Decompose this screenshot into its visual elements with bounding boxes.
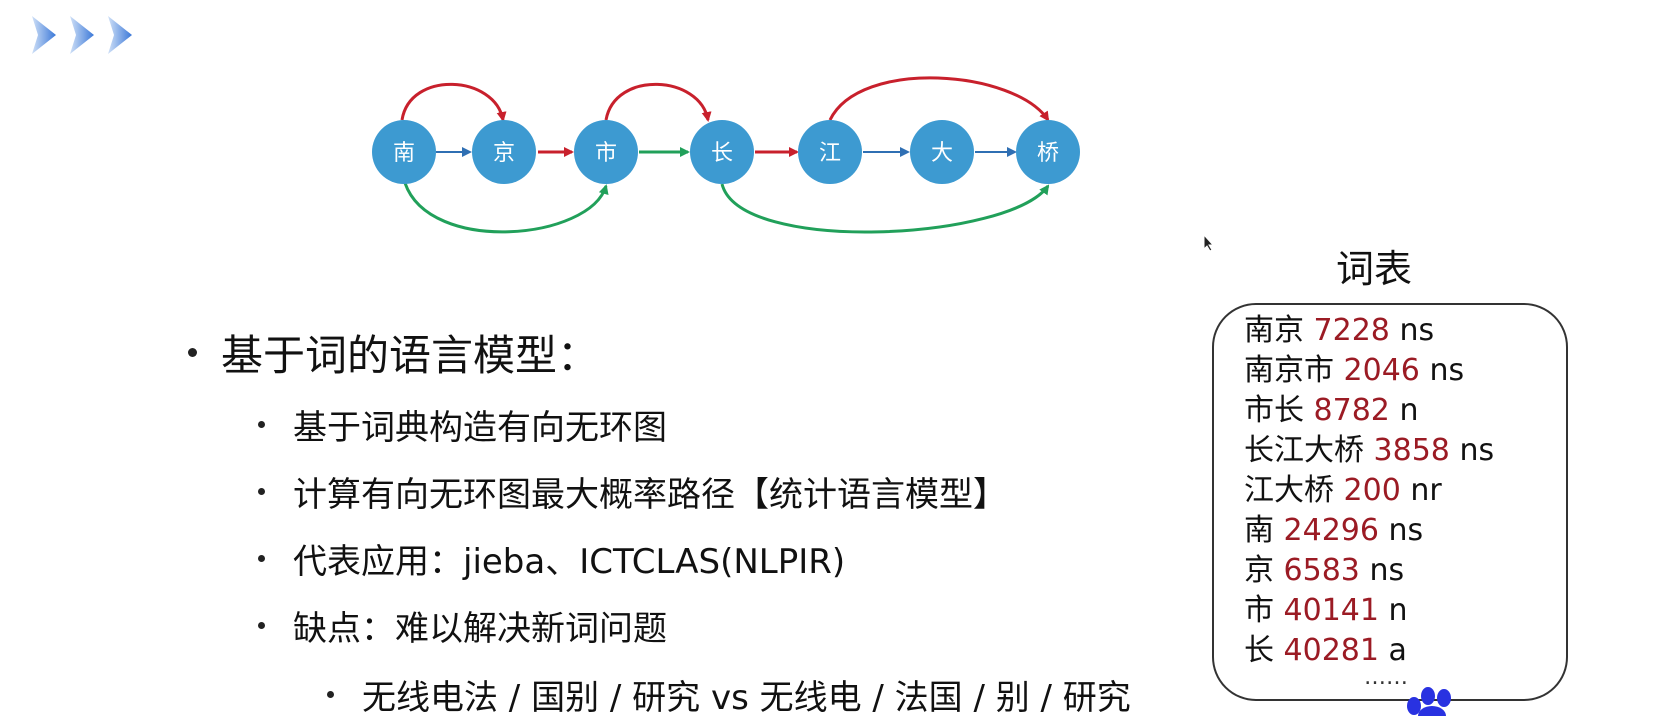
bullet-item: 基于词典构造有向无环图	[258, 400, 667, 449]
arc-chang-to-qiao	[720, 183, 1050, 234]
bullet-dot	[327, 691, 334, 698]
vocab-entry: 长 40281 a	[1244, 625, 1407, 669]
bullet-item: 缺点：难以解决新词问题	[258, 601, 667, 650]
vocab-title: 词表	[1336, 247, 1413, 291]
arc-nan-to-shi	[403, 182, 609, 234]
vocab-word: 江大桥	[1244, 473, 1344, 508]
vocab-freq: 200	[1343, 473, 1401, 508]
bullet-item-text: 基于词典构造有向无环图	[293, 408, 667, 448]
vocab-word: 南	[1244, 513, 1274, 548]
bullet-item-text: 缺点：难以解决新词问题	[293, 609, 667, 649]
bullet-dot	[258, 488, 265, 495]
vocab-ellipsis: ……	[1364, 665, 1408, 690]
node-da: 大	[910, 120, 974, 184]
node-label: 江	[819, 141, 841, 166]
vocab-freq: 2046	[1343, 353, 1420, 388]
vocab-freq: 3858	[1373, 433, 1450, 468]
vocab-tag: nr	[1410, 473, 1442, 508]
node-jing: 京	[472, 120, 536, 184]
bullet-sub-item: 无线电法 / 国别 / 研究 vs 无线电 / 法国 / 别 / 研究	[327, 670, 1131, 719]
vocab-word: 南京市	[1244, 353, 1334, 388]
vocab-tag: ns	[1429, 353, 1465, 388]
vocab-entry: 南京市 2046 ns	[1244, 345, 1464, 389]
vocab-freq: 24296	[1283, 513, 1379, 548]
vocab-word: 市长	[1244, 393, 1304, 428]
vocab-tag: a	[1388, 633, 1407, 668]
bullet-dot	[188, 348, 197, 357]
vocab-freq: 40281	[1283, 633, 1379, 668]
node-label: 大	[931, 141, 953, 166]
vocab-entry: 市 40141 n	[1244, 585, 1408, 629]
node-label: 市	[595, 141, 617, 166]
vocab-entry: 南 24296 ns	[1244, 505, 1423, 549]
vocab-tag: n	[1399, 393, 1419, 428]
arc-shi-to-chang	[604, 82, 712, 122]
node-label: 桥	[1037, 141, 1059, 166]
node-label: 南	[393, 141, 415, 166]
vocab-entry: 南京 7228 ns	[1244, 305, 1434, 349]
node-label: 京	[493, 141, 515, 166]
vocab-entry: 京 6583 ns	[1244, 545, 1404, 589]
arc-nan-to-jing	[400, 82, 507, 122]
word-dag-diagram: 南 京 市 长 江 大 桥	[372, 76, 1080, 234]
bullet-sub-item-text: 无线电法 / 国别 / 研究 vs 无线电 / 法国 / 别 / 研究	[362, 678, 1131, 718]
vocab-tag: n	[1388, 593, 1408, 628]
vocab-freq: 8782	[1313, 393, 1390, 428]
vocab-word: 南京	[1244, 313, 1304, 348]
node-nan: 南	[372, 120, 436, 184]
vocab-word: 长江大桥	[1244, 433, 1364, 468]
bullet-heading-text: 基于词的语言模型：	[221, 331, 600, 380]
vocab-tag: ns	[1399, 313, 1435, 348]
bullet-dot	[258, 421, 265, 428]
vocab-freq: 7228	[1313, 313, 1390, 348]
bullet-item-text: 计算有向无环图最大概率路径【统计语言模型】	[293, 475, 1007, 515]
vocab-word: 市	[1244, 593, 1274, 628]
node-label: 长	[711, 141, 733, 166]
bullet-item: 代表应用：jieba、ICTCLAS(NLPIR)	[258, 534, 845, 583]
node-jiang: 江	[798, 120, 862, 184]
paw-logo-icon	[1407, 687, 1451, 716]
vocab-freq: 40141	[1283, 593, 1379, 628]
bullet-item-text: 代表应用：jieba、ICTCLAS(NLPIR)	[293, 542, 846, 582]
chevron-decoration-icon	[32, 16, 132, 54]
vocab-box: 南京 7228 ns 南京市 2046 ns 市长 8782 n 长江大桥 38…	[1212, 303, 1568, 701]
bullet-dot	[258, 622, 265, 629]
bullet-dot	[258, 555, 265, 562]
node-qiao: 桥	[1016, 120, 1080, 184]
vocab-tag: ns	[1369, 553, 1405, 588]
vocab-freq: 6583	[1283, 553, 1360, 588]
bullet-heading: 基于词的语言模型：	[188, 322, 599, 383]
node-shi: 市	[574, 120, 638, 184]
vocab-word: 长	[1244, 633, 1274, 668]
node-chang: 长	[690, 120, 754, 184]
vocab-tag: ns	[1388, 513, 1424, 548]
vocab-entry: 长江大桥 3858 ns	[1244, 425, 1494, 469]
vocab-entry: 市长 8782 n	[1244, 385, 1418, 429]
arc-jiang-to-qiao	[828, 76, 1050, 122]
bullet-item: 计算有向无环图最大概率路径【统计语言模型】	[258, 467, 1007, 516]
vocab-entry: 江大桥 200 nr	[1244, 465, 1442, 509]
vocab-tag: ns	[1459, 433, 1495, 468]
vocab-word: 京	[1244, 553, 1274, 588]
mouse-cursor-icon	[1203, 234, 1215, 252]
